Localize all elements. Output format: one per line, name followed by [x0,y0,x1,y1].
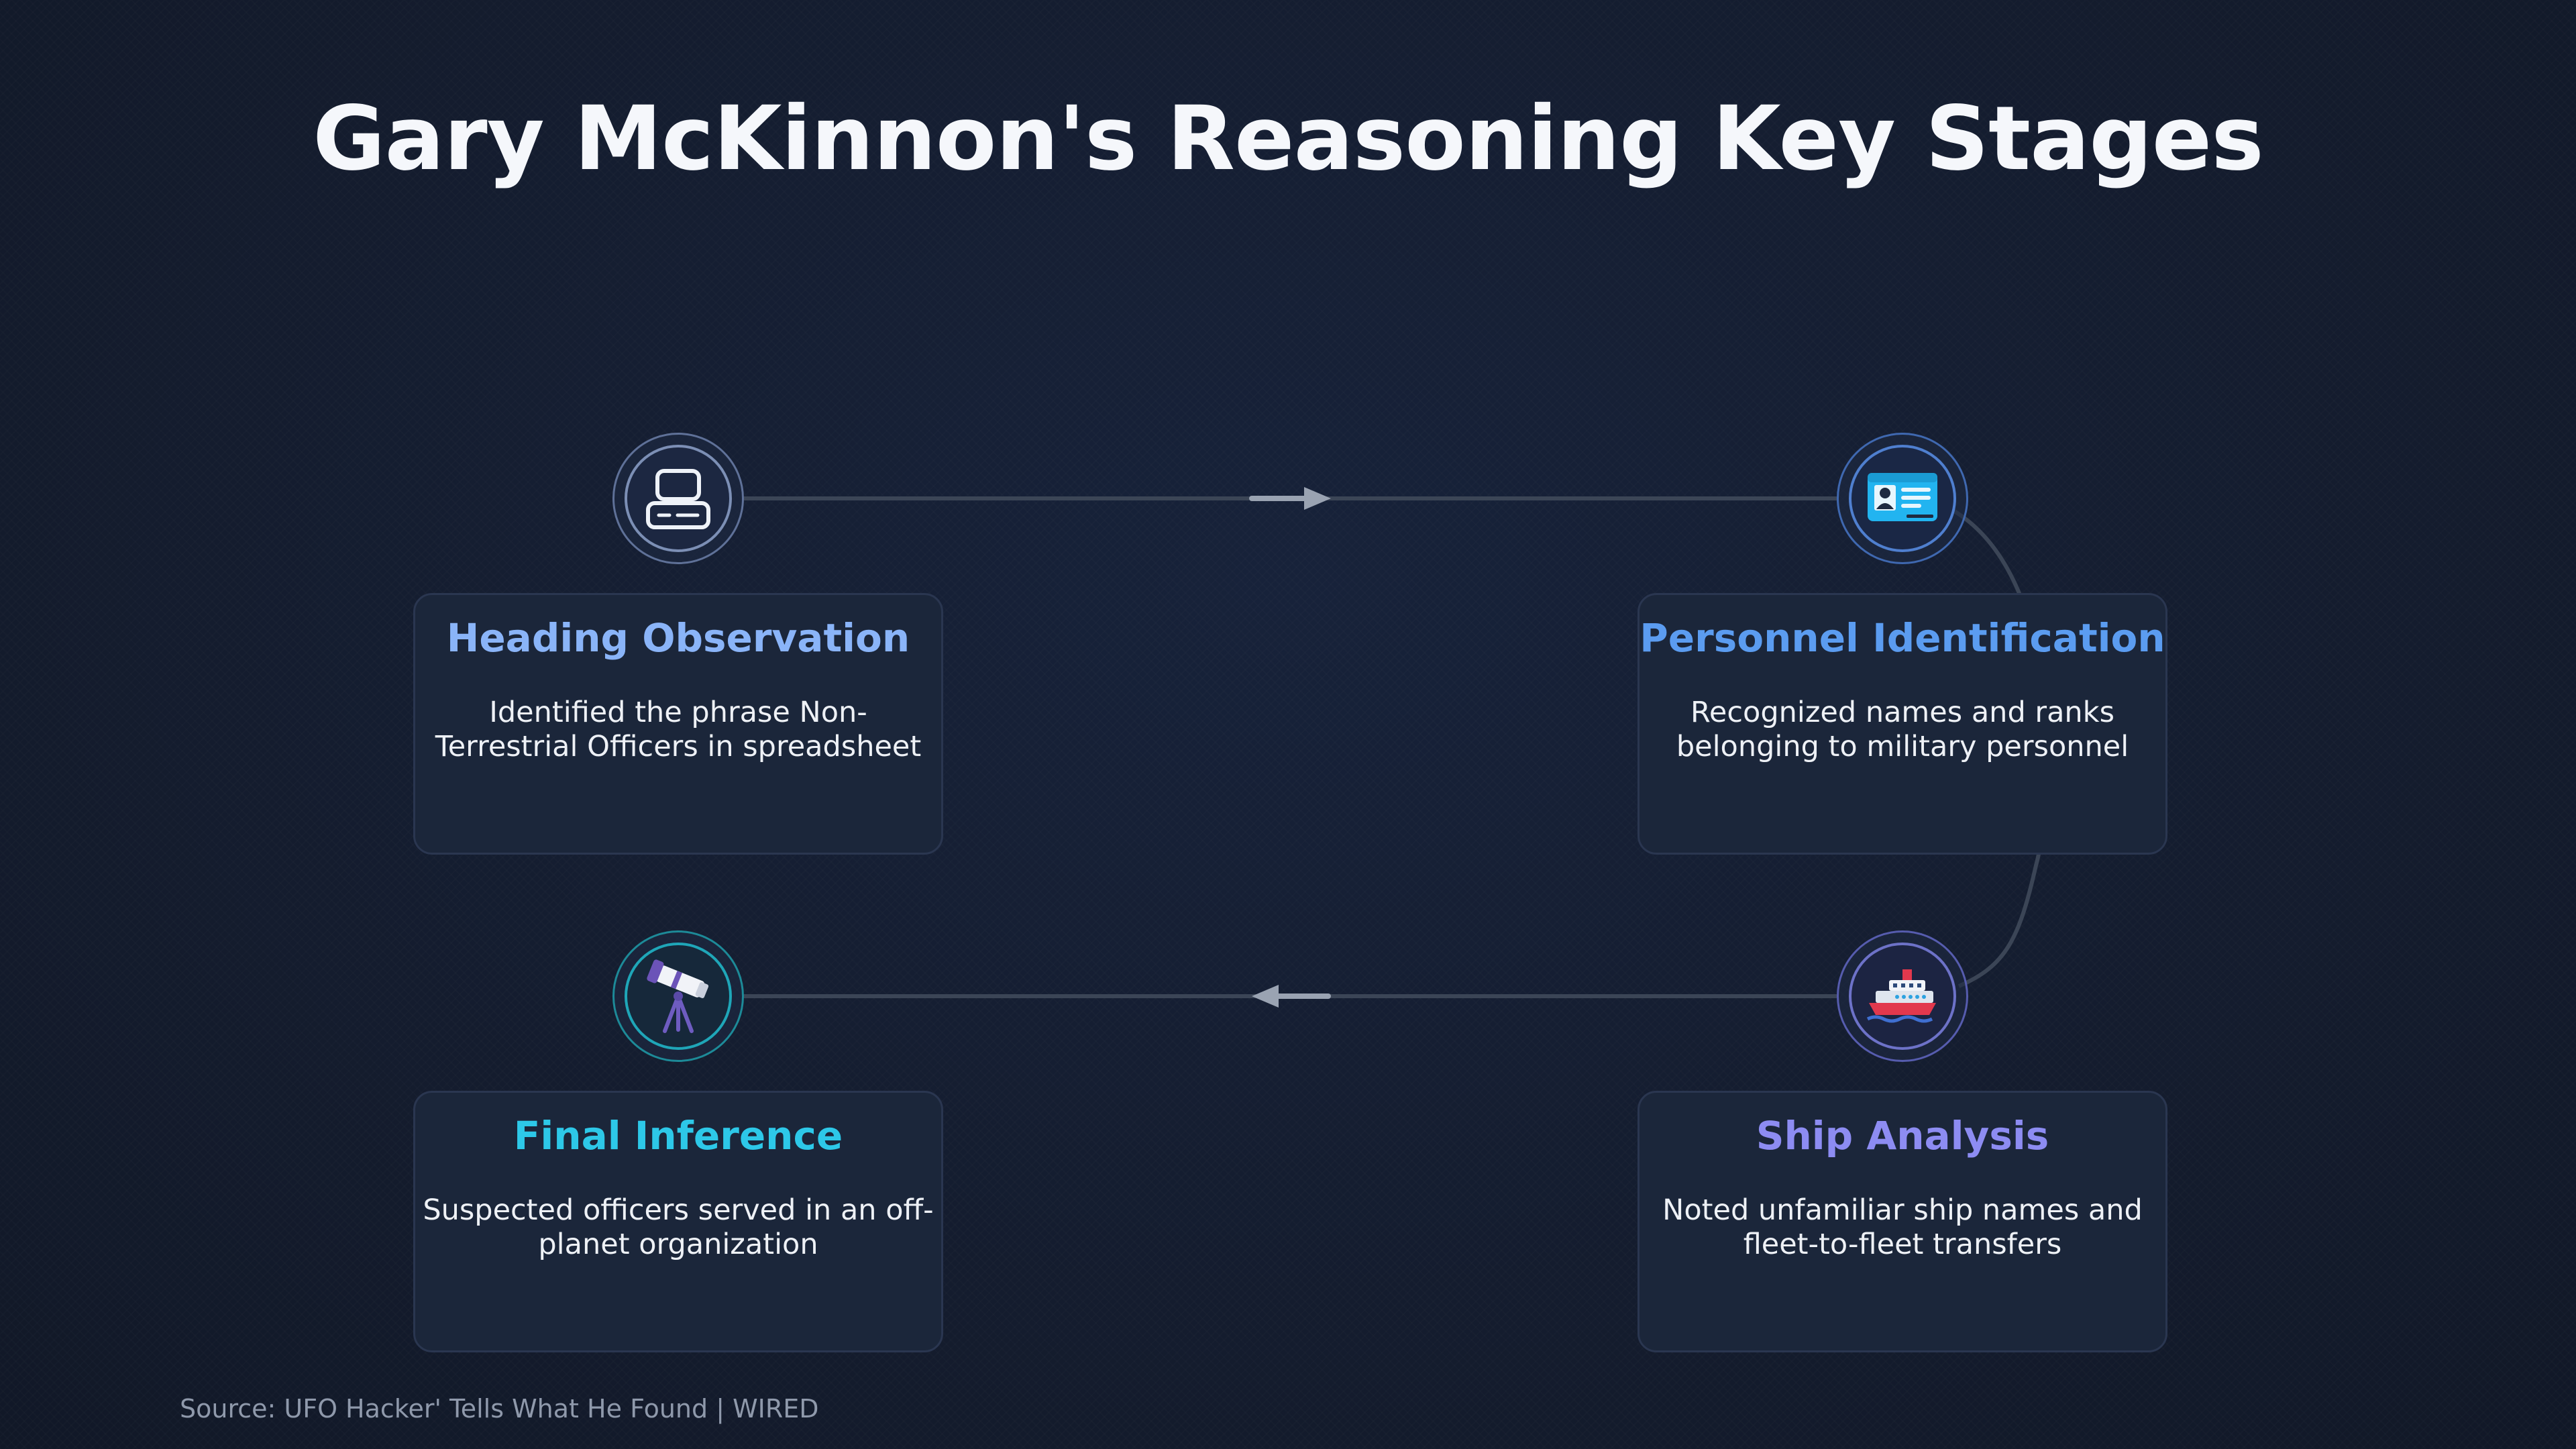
stage-card-heading-observation: Heading Observation Identified the phras… [413,593,943,855]
stage-description: Suspected officers served in an off-plan… [423,1193,934,1261]
stage-title: Ship Analysis [1756,1113,2049,1159]
stage-card-personnel-identification: Personnel Identification Recognized name… [1638,593,2167,855]
stage-node-ship-analysis [1837,930,1968,1062]
page-title: Gary McKinnon's Reasoning Key Stages [313,87,2264,191]
stage-title: Heading Observation [446,615,910,661]
telescope-icon [647,959,709,1033]
stage-card-final-inference: Final Inference Suspected officers serve… [413,1091,943,1352]
stage-card-ship-analysis: Ship Analysis Noted unfamiliar ship name… [1638,1091,2167,1352]
cruise-ship-icon [1866,969,1936,1023]
stage-title: Final Inference [513,1113,843,1159]
arrow-right-icon [1249,487,1331,510]
stage-node-personnel-identification [1837,433,1968,564]
stage-description: Identified the phrase Non-Terrestrial Of… [435,696,922,763]
stage-description: Recognized names and ranks belonging to … [1676,696,2129,763]
stage-title: Personnel Identification [1640,615,2165,661]
stage-node-heading-observation [612,433,744,564]
id-card-icon [1868,473,1937,521]
stage-description: Noted unfamiliar ship names and fleet-to… [1662,1193,2143,1261]
source-caption: Source: UFO Hacker' Tells What He Found … [180,1394,819,1424]
keyboard-icon [646,469,710,529]
arrow-left-icon [1252,985,1331,1008]
stage-node-final-inference [612,930,744,1062]
